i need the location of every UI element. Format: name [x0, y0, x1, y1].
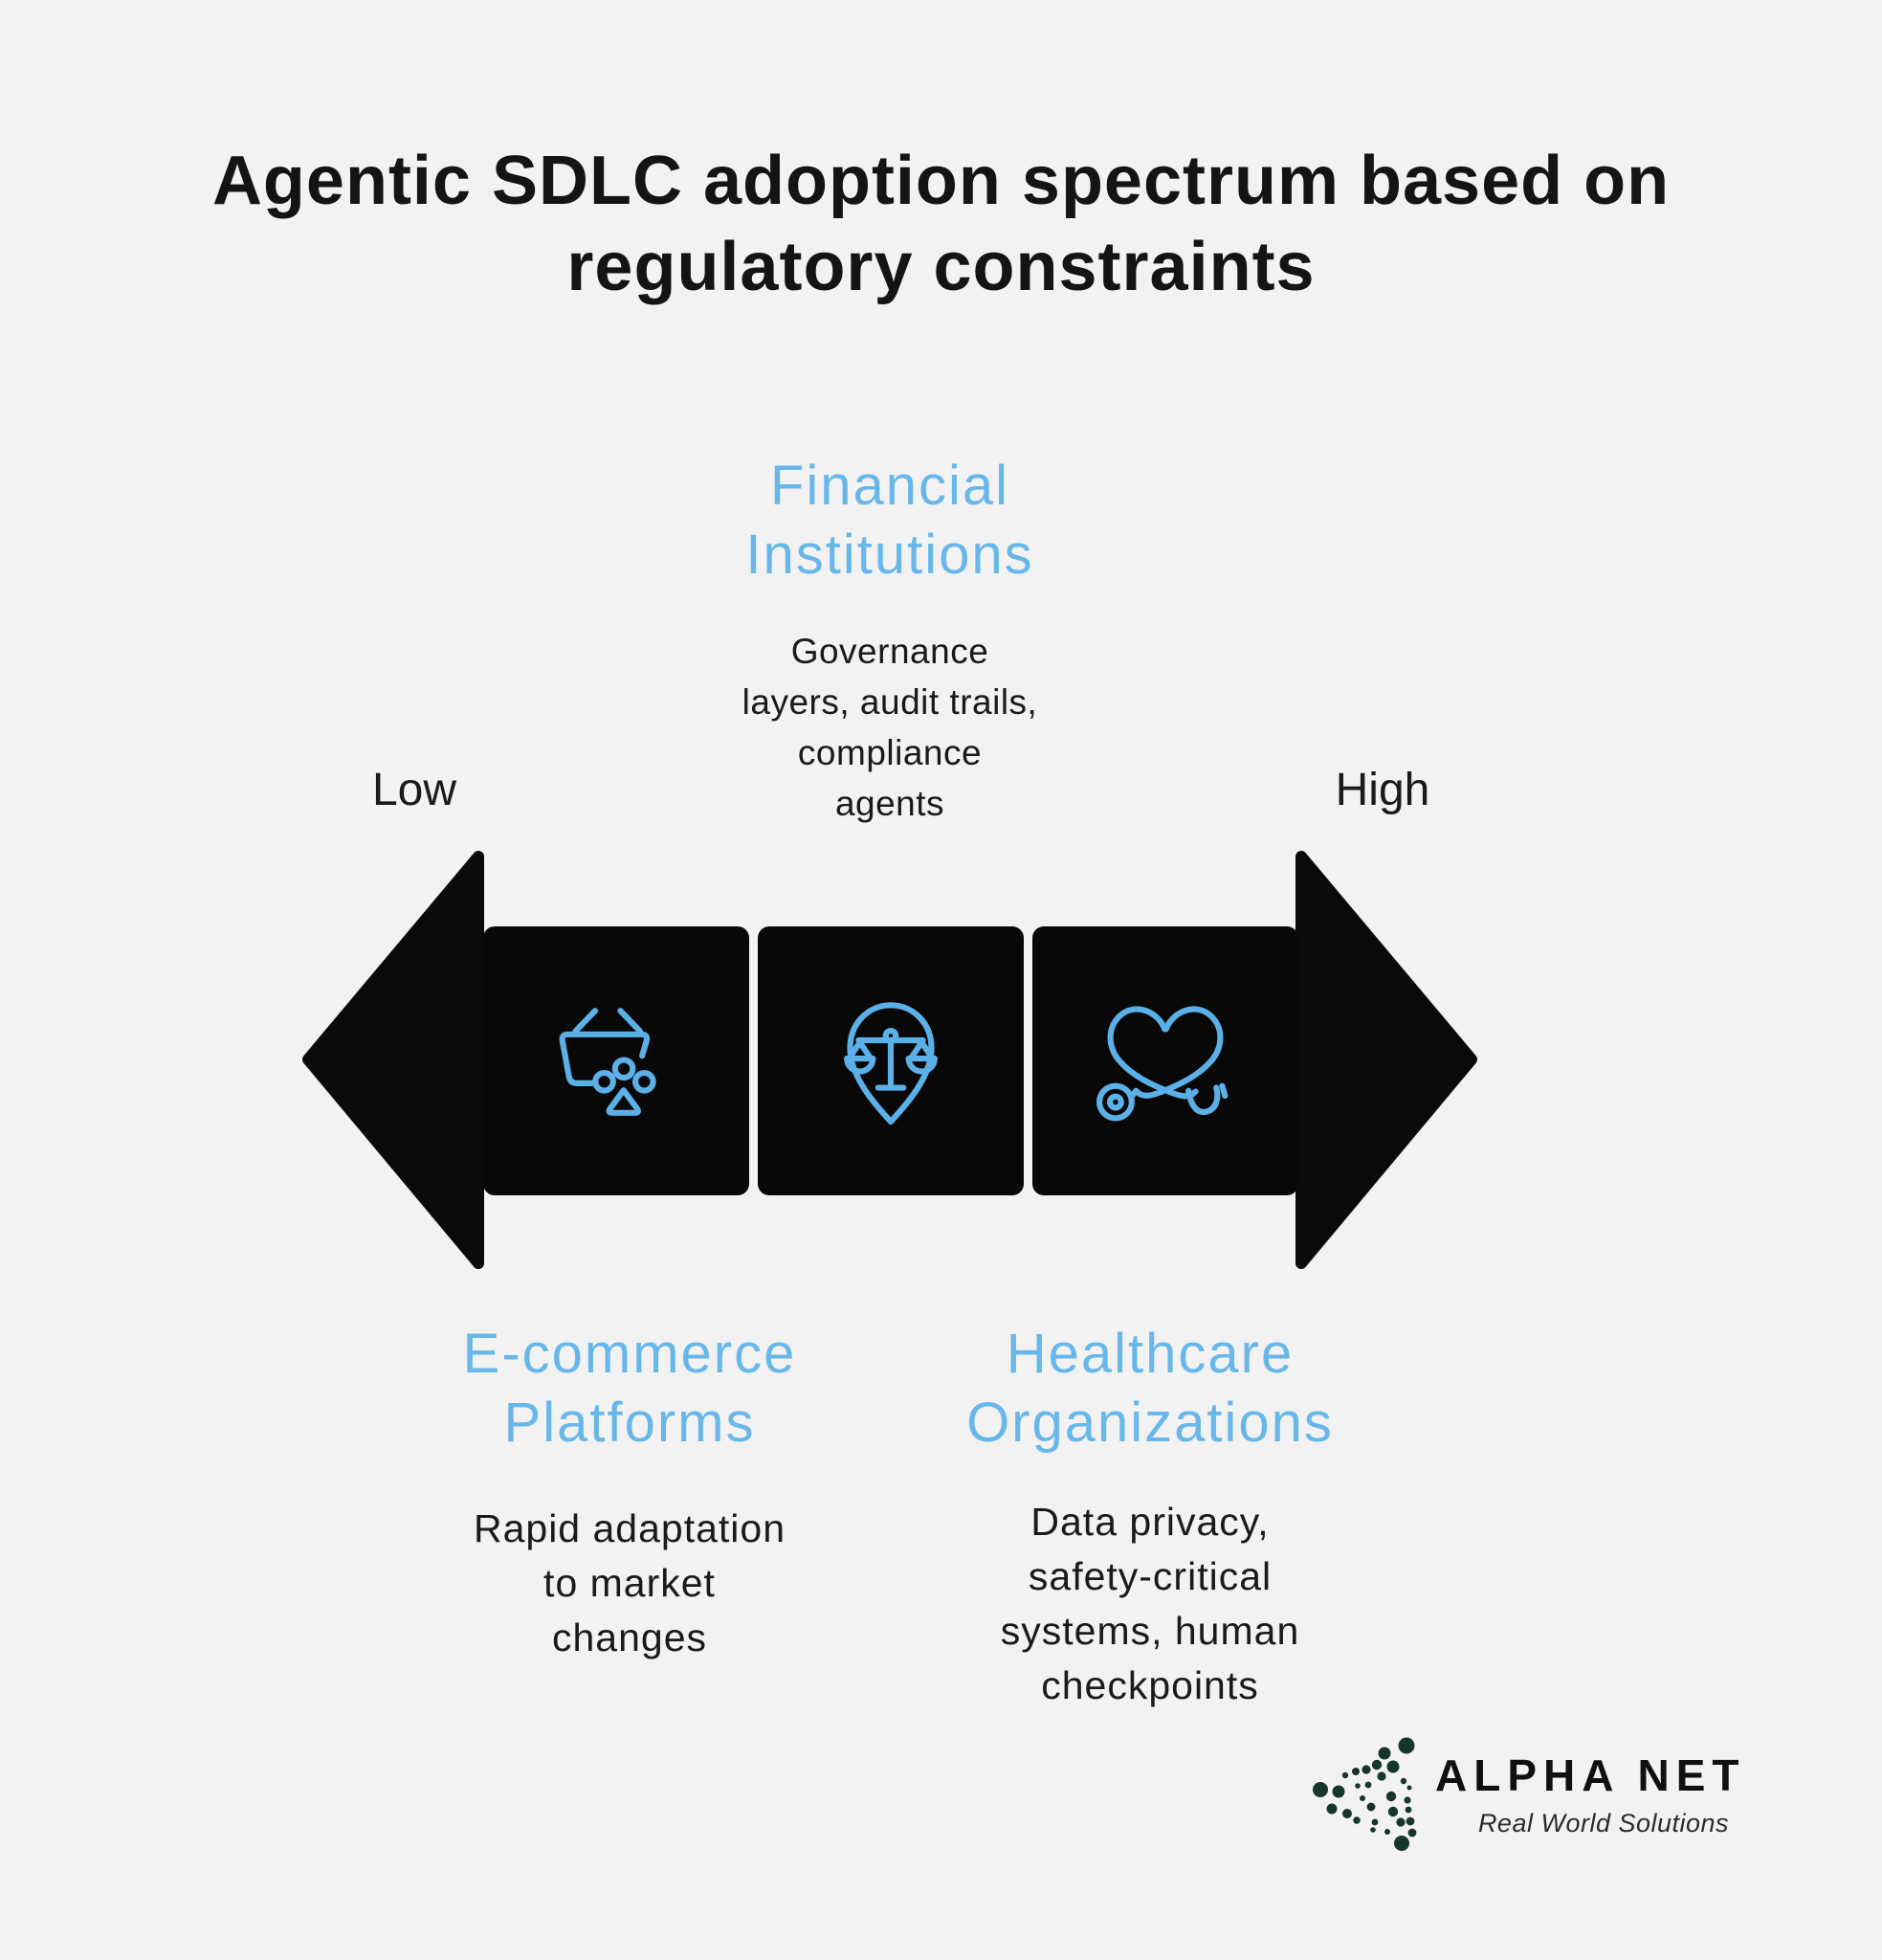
- ecommerce-description: Rapid adaptation to market changes: [473, 1506, 786, 1659]
- spectrum-block-healthcare: [1032, 926, 1298, 1195]
- healthcare-description: Data privacy, safety-critical systems, h…: [1000, 1500, 1300, 1707]
- shopping-basket-spill-icon: [559, 1007, 656, 1116]
- heart-stethoscope-icon: [1096, 1005, 1229, 1121]
- logo-dots-mark-icon: [1313, 1737, 1417, 1851]
- logo-tagline: Real World Solutions: [1477, 1809, 1730, 1838]
- axis-label-high: High: [1335, 765, 1430, 815]
- spectrum-block-financial: [758, 926, 1024, 1195]
- financial-description: Governance layers, audit trails, complia…: [742, 632, 1038, 823]
- financial-heading: Financial Institutions: [745, 455, 1034, 586]
- axis-label-low: Low: [371, 765, 457, 815]
- spectrum-arrow: [302, 851, 1477, 1269]
- arrowhead-left: [302, 851, 484, 1269]
- ecommerce-heading: E-commerce Platforms: [462, 1323, 797, 1454]
- scales-in-location-pin-icon: [844, 1001, 938, 1125]
- logo: ALPHA NET Real World Solutions: [1309, 1728, 1787, 1862]
- spectrum-block-ecommerce: [483, 926, 749, 1195]
- page-title: Agentic SDLC adoption spectrum based on …: [211, 143, 1671, 305]
- arrowhead-right: [1295, 851, 1477, 1269]
- logo-name: ALPHA NET: [1435, 1750, 1746, 1800]
- healthcare-heading: Healthcare Organizations: [966, 1323, 1334, 1454]
